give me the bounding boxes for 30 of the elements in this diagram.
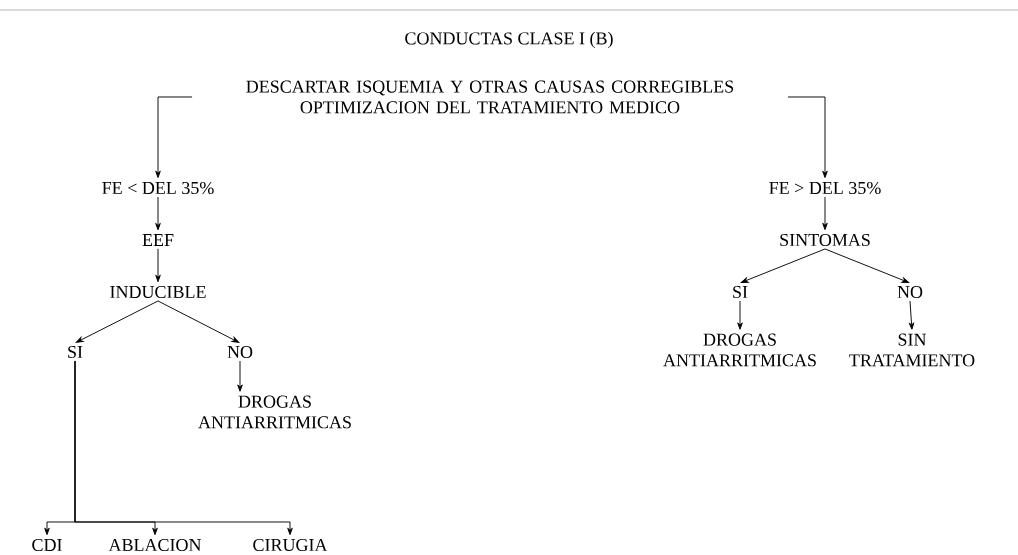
arrow — [155, 96, 193, 179]
arrow — [908, 300, 915, 330]
label-text: FE < DEL 35% — [102, 181, 214, 195]
arrow — [155, 248, 161, 283]
arrow — [75, 300, 159, 343]
label-text: FE > DEL 35% — [769, 181, 881, 195]
arrow — [824, 248, 910, 283]
label-text: DROGAS ANTIARRITMICAS — [198, 395, 351, 429]
label-text: DESCARTAR ISQUEMIA Y OTRAS CAUSAS CORREGIBLES OPTIMIZACION DEL TRATAMIENTO MEDICO — [246, 80, 734, 114]
label-text: NO — [227, 345, 253, 359]
label-text: DROGAS ANTIARRITMICAS — [663, 333, 816, 367]
arrow — [737, 300, 743, 330]
label-text: SIN TRATAMIENTO — [849, 333, 975, 367]
arrow — [157, 300, 240, 343]
label-text: SI — [733, 285, 748, 299]
arrow — [155, 196, 161, 231]
title: CONDUCTAS CLASE I (B) — [405, 31, 613, 49]
label-text: ABLACION — [108, 538, 202, 552]
arrow — [787, 96, 828, 179]
label-text: SINTOMAS — [780, 233, 870, 247]
arrow — [740, 248, 826, 283]
label-text: NO — [897, 285, 923, 299]
arrow — [237, 360, 243, 392]
arrow — [74, 360, 293, 536]
arrow — [822, 196, 828, 231]
label-text: CIRUGIA — [253, 538, 328, 552]
label-text: INDUCIBLE — [110, 285, 206, 299]
label-text: CDI — [32, 538, 62, 552]
label-text: SI — [68, 345, 83, 359]
label-text: EEF — [142, 234, 174, 246]
